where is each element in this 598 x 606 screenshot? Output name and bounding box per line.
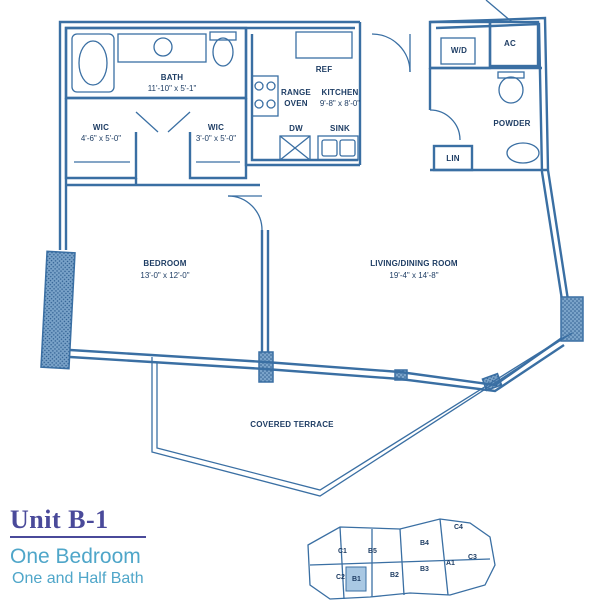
key-unit-b3: B3 (420, 566, 429, 573)
column-center (258, 351, 274, 383)
utility-block (428, 20, 548, 172)
column-left (40, 250, 76, 370)
terrace-outline (151, 332, 573, 497)
terrace-label: COVERED TERRACE (250, 420, 334, 429)
wic-left-label: WIC (93, 123, 109, 132)
key-unit-b2: B2 (390, 572, 399, 579)
key-unit-b1: B1 (352, 576, 361, 583)
kitchen-label: KITCHEN (322, 88, 359, 97)
key-unit-c4: C4 (454, 524, 463, 531)
wic-left-dim: 4'-6" x 5'-0" (81, 134, 121, 143)
unit-subtitle-bedroom: One Bedroom (10, 545, 141, 568)
key-unit-c2: C2 (336, 574, 345, 581)
ref-label: REF (316, 65, 333, 74)
closets (64, 96, 260, 187)
wic-right-label: WIC (208, 123, 224, 132)
sink-label: SINK (330, 124, 350, 133)
lin-label: LIN (446, 154, 460, 163)
unit-title-underline (10, 536, 146, 538)
key-highlight-b1 (345, 566, 367, 592)
column-right (560, 296, 584, 342)
window-wall (69, 337, 565, 393)
ac-label: AC (504, 39, 516, 48)
unit-subtitle-bath: One and Half Bath (12, 570, 144, 587)
bath-dim: 11'-10" x 5'-1" (148, 84, 197, 93)
wd-label: W/D (451, 46, 467, 55)
bedroom-dim: 13'-0" x 12'-0" (140, 271, 189, 280)
range-label: RANGE (281, 88, 311, 97)
room-labels: BATH 11'-10" x 5'-1" WIC 4'-6" x 5'-0" W… (81, 39, 531, 429)
powder-label: POWDER (493, 119, 530, 128)
key-plan: C1 B5 B4 C4 C2 B1 B2 B3 A1 C3 (307, 518, 496, 600)
kitchen-block (251, 22, 362, 165)
key-unit-b5: B5 (368, 548, 377, 555)
key-unit-a1: A1 (446, 560, 455, 567)
living-label: LIVING/DINING ROOM (370, 259, 458, 268)
partition-walls (227, 28, 360, 352)
unit-title: Unit B-1 (10, 505, 109, 534)
bedroom-label: BEDROOM (143, 259, 186, 268)
oven-label: OVEN (284, 99, 307, 108)
key-unit-b4: B4 (420, 540, 429, 547)
living-dim: 19'-4" x 14'-8" (389, 271, 438, 280)
key-unit-c3: C3 (468, 554, 477, 561)
entry-door (371, 33, 411, 73)
wic-right-dim: 3'-0" x 5'-0" (196, 134, 236, 143)
dw-label: DW (289, 124, 303, 133)
key-unit-c1: C1 (338, 548, 347, 555)
kitchen-dim: 9'-8" x 8'-0" (320, 99, 360, 108)
bath-label: BATH (161, 73, 183, 82)
